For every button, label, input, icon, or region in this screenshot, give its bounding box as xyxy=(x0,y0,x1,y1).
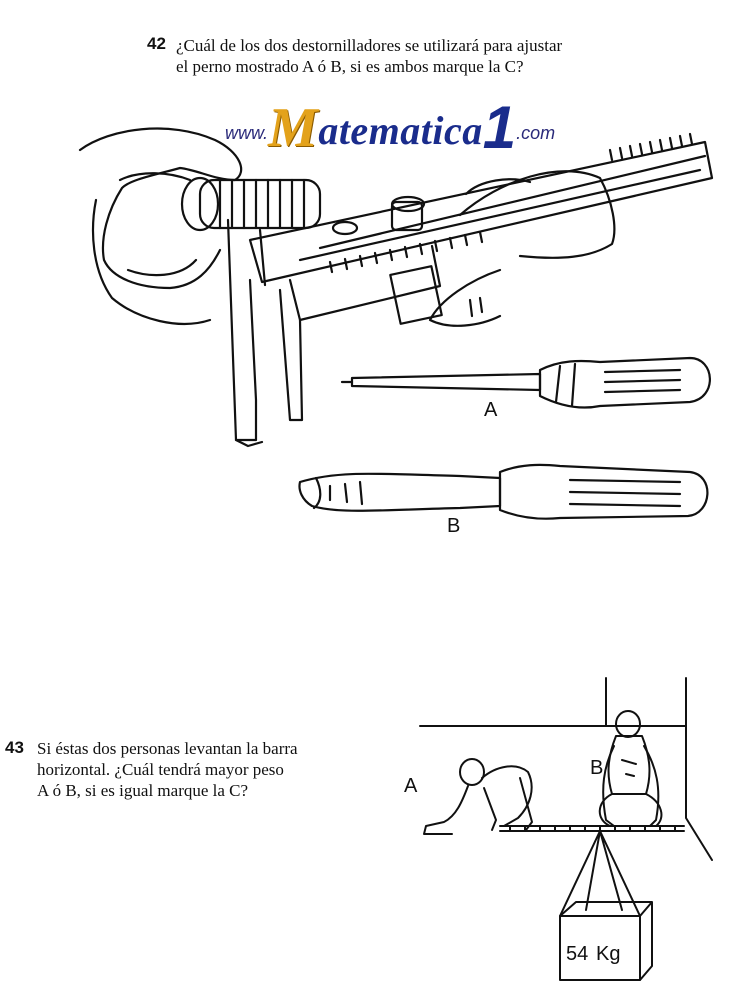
caliper-drawing xyxy=(226,132,714,448)
screwdriver-a-drawing xyxy=(340,356,711,409)
bar-lifting-illustration: A B 54 Kg xyxy=(404,677,713,981)
watermark-name: atematica xyxy=(318,108,483,153)
question-42-number: 42 xyxy=(147,34,166,53)
label-screwdriver-b: B xyxy=(447,515,460,537)
weight-unit: Kg xyxy=(596,943,620,965)
left-hand-drawing xyxy=(78,127,243,325)
question-43-line-3: A ó B, si es igual marque la C? xyxy=(37,781,249,800)
person-b-drawing xyxy=(598,710,663,827)
question-43-line-2: horizontal. ¿Cuál tendrá mayor peso xyxy=(37,760,284,779)
watermark-first-letter: M xyxy=(268,97,319,159)
screwdriver-b-drawing xyxy=(298,463,709,520)
wall-lines xyxy=(419,677,713,861)
watermark-suffix: .com xyxy=(516,123,556,143)
question-42-line-2: el perno mostrado A ó B, si es ambos mar… xyxy=(176,57,524,76)
question-42-line-1: ¿Cuál de los dos destornilladores se uti… xyxy=(176,36,563,55)
label-person-b: B xyxy=(590,757,603,779)
horizontal-bar xyxy=(499,825,685,832)
right-hand-drawing xyxy=(428,170,616,327)
question-43-text: Si éstas dos personas levantan la barra … xyxy=(37,738,298,801)
question-43-number: 43 xyxy=(5,738,24,757)
bolt-drawing xyxy=(180,176,322,232)
caliper-screwdriver-illustration: A B xyxy=(78,127,714,537)
label-screwdriver-a: A xyxy=(484,399,498,421)
label-person-a: A xyxy=(404,775,418,797)
left-fingers-drawing xyxy=(118,172,198,277)
weight-value: 54 xyxy=(566,943,588,965)
question-43-line-1: Si éstas dos personas levantan la barra xyxy=(37,739,298,758)
watermark-digit: 1 xyxy=(482,94,517,161)
question-42-text: ¿Cuál de los dos destornilladores se uti… xyxy=(176,35,562,77)
person-a-drawing xyxy=(423,758,533,835)
watermark-logo: www. M atematica 1 .com xyxy=(225,92,645,161)
watermark-prefix: www. xyxy=(225,123,269,143)
hanging-weight-drawing xyxy=(559,830,653,981)
